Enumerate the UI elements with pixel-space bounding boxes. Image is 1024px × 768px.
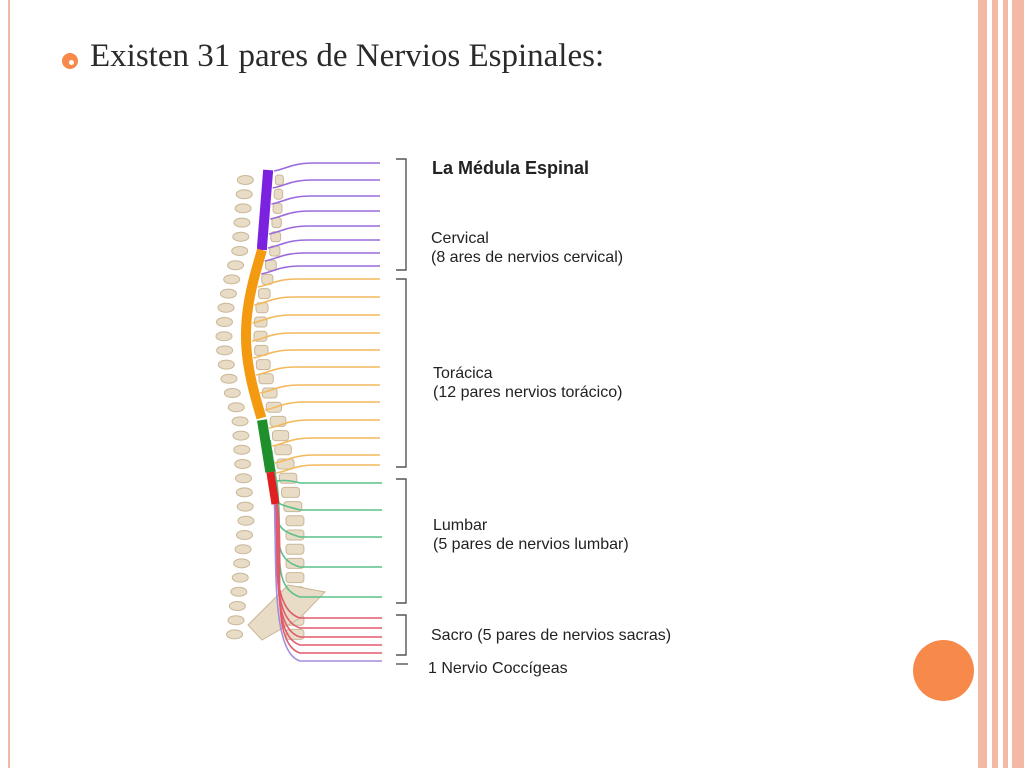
region-label-lumbar: Lumbar <box>433 517 488 534</box>
nerve-cervical <box>273 162 380 172</box>
vertebra-body <box>265 259 277 271</box>
bracket-sacro <box>396 614 407 656</box>
vertebra-arch <box>232 430 250 441</box>
region-detail-lumbar: (5 pares de nervios lumbar) <box>433 536 629 553</box>
nerve-toracica <box>252 314 380 324</box>
vertebra-arch <box>227 260 245 271</box>
vertebra-arch <box>230 586 248 597</box>
nerve-toracica <box>276 464 380 474</box>
vertebra-body <box>257 288 271 300</box>
vertebra-body <box>274 174 284 186</box>
cord-segment-toracica <box>241 248 267 420</box>
nerve-toracica <box>257 278 380 288</box>
vertebra-arch <box>231 416 249 427</box>
nerve-cervical <box>264 252 380 262</box>
vertebra-body <box>274 444 292 456</box>
vertebra-arch <box>232 231 250 242</box>
bracket-toracica <box>396 278 407 468</box>
decorative-orange-circle <box>913 640 974 701</box>
spinal-cord <box>241 169 280 505</box>
vertebra-arch <box>234 459 252 469</box>
vertebra-arch <box>233 217 251 228</box>
vertebra-arch <box>234 544 252 555</box>
region-brackets <box>396 158 408 665</box>
nerve-toracica <box>251 332 380 342</box>
vertebra-body <box>258 373 274 385</box>
nerve-toracica <box>254 296 380 306</box>
vertebra-body <box>273 188 284 200</box>
nerve-cervical <box>267 239 380 249</box>
cord-segment-cervical <box>257 169 274 251</box>
vertebra-arch <box>226 629 244 640</box>
vertebra-body <box>255 359 271 371</box>
nerve-cervical <box>270 210 380 220</box>
vertebra-arch <box>231 572 249 583</box>
vertebra-body <box>285 557 305 569</box>
vertebral-column <box>215 174 327 641</box>
vertebra-arch <box>217 302 235 313</box>
vertebra-body <box>271 430 290 442</box>
border-stripe <box>978 0 987 768</box>
vertebra-body <box>285 572 305 584</box>
vertebra-arch <box>223 388 241 398</box>
vertebra-arch <box>233 444 251 455</box>
region-detail-cervical: (8 ares de nervios cervical) <box>431 249 623 266</box>
bullet-icon <box>62 53 78 69</box>
diagram-title: La Médula Espinal <box>432 158 589 178</box>
vertebra-arch <box>236 501 254 512</box>
border-stripe <box>1012 0 1024 768</box>
vertebra-arch <box>227 615 245 626</box>
border-stripe <box>992 0 998 768</box>
nerve-toracica <box>264 401 380 411</box>
vertebra-arch <box>216 345 234 356</box>
vertebra-body <box>272 202 283 214</box>
vertebra-arch <box>228 601 246 611</box>
vertebra-arch <box>236 530 253 540</box>
region-label-cervical: Cervical <box>431 230 489 247</box>
vertebra-arch <box>223 274 241 285</box>
nerve-toracica <box>269 419 380 429</box>
vertebra-arch <box>235 487 253 498</box>
vertebra-arch <box>233 558 251 569</box>
vertebra-arch <box>237 515 255 526</box>
nerve-sacro <box>276 501 382 654</box>
vertebra-arch <box>231 246 249 256</box>
vertebra-arch <box>236 175 254 185</box>
nerve-toracica <box>256 366 380 376</box>
nerve-toracica <box>260 384 380 394</box>
vertebra-arch <box>227 402 245 413</box>
slide-bullet-text: Existen 31 pares de Nervios Espinales: <box>90 38 605 74</box>
vertebra-arch <box>234 203 252 214</box>
vertebra-arch <box>234 473 252 484</box>
nerve-cervical <box>272 179 380 189</box>
nerve-cervical <box>268 225 380 235</box>
bracket-cervical <box>396 158 407 271</box>
nerve-cervical <box>271 195 380 205</box>
left-border-line <box>8 0 10 768</box>
cord-segment-sacro <box>266 471 280 505</box>
vertebra-body <box>281 486 300 498</box>
cord-segment-lumbar <box>257 419 276 473</box>
vertebra-arch <box>219 288 237 299</box>
vertebra-body <box>285 543 305 555</box>
vertebra-arch <box>220 373 238 384</box>
vertebra-arch <box>215 331 233 342</box>
nerve-toracica <box>272 437 380 447</box>
nerve-cervical <box>261 265 380 275</box>
region-label-toracica: Torácica <box>433 365 493 382</box>
region-detail-toracica: (12 pares nervios torácico) <box>433 384 622 401</box>
vertebra-body <box>285 515 305 527</box>
vertebra-arch <box>217 359 235 370</box>
region-label-sacro: Sacro (5 pares de nervios sacras) <box>431 627 671 644</box>
bracket-lumbar <box>396 478 407 604</box>
vertebra-arch <box>215 317 233 327</box>
region-label-coccigeo: 1 Nervio Coccígeas <box>428 660 568 677</box>
nerve-toracica <box>274 454 380 464</box>
nerve-toracica <box>253 349 380 359</box>
border-stripe <box>1003 0 1008 768</box>
vertebra-arch <box>235 189 253 200</box>
